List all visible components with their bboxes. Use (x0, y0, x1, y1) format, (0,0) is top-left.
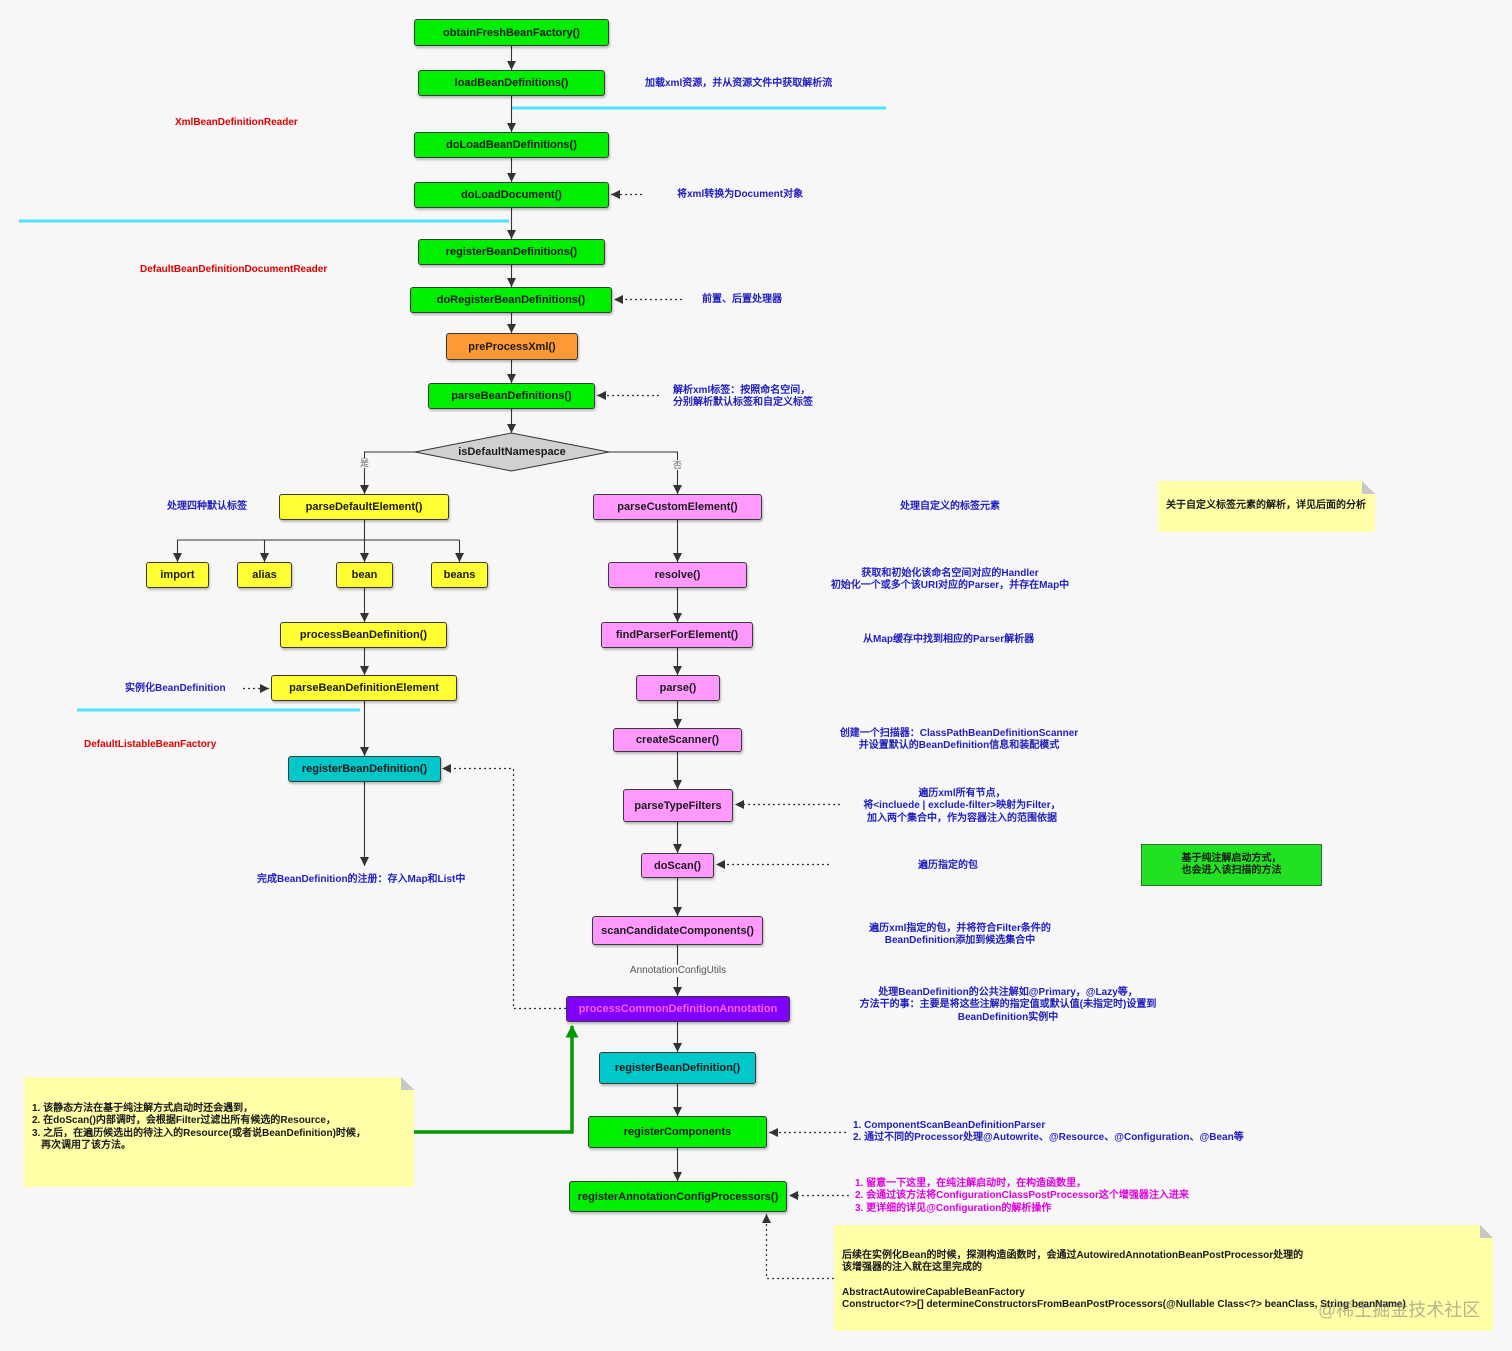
annotation-config-processors: 1. 留意一下这里，在纯注解启动时，在构造函数里， 2. 会通过该方法将Conf… (855, 1178, 1189, 1215)
annotation-line: 创建一个扫描器：ClassPathBeanDefinitionScanner (839, 728, 1079, 739)
annotation-line: 3. 更详细的详见@Configuration的解析操作 (855, 1202, 1052, 1214)
wire-yes-branch (360, 451, 415, 494)
annotation-create-scanner: 创建一个扫描器：ClassPathBeanDefinitionScanner 并… (799, 728, 1119, 753)
note-line: 该增强器的注入就在这里完成的 (842, 1262, 982, 1274)
decision-is-default-namespace: isDefaultNamespace (458, 446, 566, 458)
wire-no-branch (609, 451, 682, 494)
node-register-bean-definitions: registerBeanDefinitions() (418, 239, 605, 265)
annotation-line: 遍历xml指定的包，并将符合Filter条件的 (869, 923, 1051, 934)
class-label-xml-reader: XmlBeanDefinitionReader (175, 117, 298, 128)
dotted-common-annotation-loop (442, 764, 566, 1010)
annotation-parse-tags: 解析xml标签：按照命名空间， 分别解析默认标签和自定义标签 (673, 385, 813, 410)
node-parse-type-filters: parseTypeFilters (623, 789, 733, 822)
annotation-line: 初始化一个或多个该URI对应的Parser，并存在Map中 (830, 580, 1070, 592)
annotation-instantiate: 实例化BeanDefinition (125, 683, 226, 694)
annotation-line: 解析xml标签：按照命名空间， (673, 385, 811, 396)
note-line: 2. 在doScan()内部调时，会根据Filter过滤出所有候选的Resour… (32, 1115, 336, 1127)
node-obtain-fresh-bean-factory: obtainFreshBeanFactory() (414, 19, 609, 46)
branch-label-no: 否 (672, 460, 684, 470)
annotation-line: 加入两个集合中，作为容器注入的范围依据 (867, 812, 1057, 824)
note-line: AbstractAutowireCapableBeanFactory (842, 1286, 1025, 1298)
node-resolve: resolve() (608, 562, 747, 588)
note-text: 关于自定义标签元素的解析，详见后面的分析 (1166, 500, 1366, 512)
node-process-bean-definition: processBeanDefinition() (280, 622, 447, 648)
class-label-document-reader: DefaultBeanDefinitionDocumentReader (140, 264, 328, 275)
annotation-default-tags: 处理四种默认标签 (167, 501, 247, 512)
node-do-scan: doScan() (641, 853, 714, 878)
node-register-annotation-config-processors: registerAnnotationConfigProcessors() (569, 1181, 787, 1212)
node-do-load-document: doLoadDocument() (414, 182, 609, 208)
annotation-line: 1. ComponentScanBeanDefinitionParser (853, 1120, 1046, 1131)
watermark: @稀土掘金技术社区 (1318, 1300, 1481, 1320)
node-parse-default-element: parseDefaultElement() (279, 494, 449, 520)
node-parse-custom-element: parseCustomElement() (593, 494, 762, 520)
annotation-line: 并设置默认的BeanDefinition信息和装配模式 (858, 740, 1060, 752)
annotation-find-parser: 从Map缓存中找到相应的Parser解析器 (863, 634, 1035, 645)
annotation-line: 分别解析默认标签和自定义标签 (673, 397, 813, 409)
class-label-listable-factory: DefaultListableBeanFactory (84, 739, 217, 750)
annotation-line: 处理BeanDefinition的公共注解如@Primary，@Lazy等， (878, 987, 1138, 998)
note-custom-parsing: 关于自定义标签元素的解析，详见后面的分析 (1158, 481, 1375, 532)
node-parse-bean-definition-element: parseBeanDefinitionElement (271, 675, 457, 701)
annotation-processors: 前置、后置处理器 (702, 294, 782, 305)
node-tag-import: import (146, 562, 209, 588)
note-line: Constructor<?>[] determineConstructorsFr… (842, 1299, 1406, 1311)
annotation-line: 遍历xml所有节点， (918, 788, 1006, 799)
note-annotation-startup: 基于纯注解启动方式， 也会进入该扫描的方法 (1141, 844, 1322, 886)
node-register-bean-definition-right: registerBeanDefinition() (599, 1052, 756, 1084)
note-line: 后续在实例化Bean的时候，探测构造函数时，会通过AutowiredAnnota… (842, 1250, 1304, 1261)
annotation-scan-packages: 遍历指定的包 (918, 860, 978, 871)
node-process-common-definition-annotation: processCommonDefinitionAnnotation (566, 996, 790, 1022)
note-line: 再次调用了该方法。 (41, 1139, 131, 1151)
note-autowired: 后续在实例化Bean的时候，探测构造函数时，会通过AutowiredAnnota… (834, 1225, 1493, 1331)
edge-label-annotation-config-utils: AnnotationConfigUtils (618, 965, 738, 977)
branch-label-yes: 是 (359, 458, 371, 468)
annotation-to-document: 将xml转换为Document对象 (677, 189, 804, 200)
annotation-load-xml: 加载xml资源，并从资源文件中获取解析流 (645, 78, 833, 89)
node-find-parser-for-element: findParserForElement() (601, 622, 753, 648)
annotation-register-components: 1. ComponentScanBeanDefinitionParser 2. … (853, 1120, 1244, 1145)
node-scan-candidate-components: scanCandidateComponents() (592, 916, 763, 945)
node-tag-alias: alias (237, 562, 292, 588)
annotation-line: 2. 会通过该方法将ConfigurationClassPostProcesso… (855, 1190, 1189, 1202)
node-register-components: registerComponents (588, 1116, 767, 1148)
annotation-line: 1. 留意一下这里，在纯注解启动时，在构造函数里， (855, 1178, 1087, 1189)
node-parse: parse() (636, 675, 720, 701)
node-pre-process-xml: preProcessXml() (446, 333, 578, 360)
node-parse-bean-definitions: parseBeanDefinitions() (428, 383, 595, 409)
dotted-autowired-note-pointer (762, 1214, 834, 1280)
node-register-bean-definition-left: registerBeanDefinition() (288, 756, 441, 782)
node-do-load-bean-definitions: doLoadBeanDefinitions() (414, 132, 609, 158)
note-line: 基于纯注解启动方式， (1181, 853, 1282, 864)
annotation-scan-candidates: 遍历xml指定的包，并将符合Filter条件的 BeanDefinition添加… (800, 923, 1120, 948)
node-load-bean-definitions: loadBeanDefinitions() (418, 70, 605, 96)
note-line: 3. 之后，在遍历候选出的待注入的Resource(或者说BeanDefinit… (32, 1127, 366, 1139)
annotation-type-filters: 遍历xml所有节点， 将<incluede | exclude-filter>映… (802, 788, 1122, 825)
node-tag-bean: bean (336, 562, 393, 588)
annotation-line: 获取和初始化该命名空间对应的Handler (861, 568, 1039, 579)
note-line: 也会进入该扫描的方法 (1181, 865, 1282, 876)
node-tag-beans: beans (431, 562, 488, 588)
note-line: 1. 该静态方法在基于纯注解方式启动时还会遇到， (32, 1103, 254, 1114)
node-do-register-bean-definitions: doRegisterBeanDefinitions() (410, 287, 612, 313)
node-create-scanner: createScanner() (613, 728, 742, 752)
annotation-custom-tags: 处理自定义的标签元素 (900, 501, 1000, 512)
annotation-line: 方法干的事：主要是将这些注解的指定值或默认值(未指定时)设置到 (859, 999, 1157, 1011)
note-spacer (842, 1275, 1493, 1287)
annotation-line: BeanDefinition实例中 (957, 1011, 1059, 1023)
annotation-line: BeanDefinition添加到候选集合中 (884, 935, 1036, 947)
annotation-line: 将<incluede | exclude-filter>映射为Filter， (863, 800, 1061, 812)
reference-arrow-static-method (414, 1024, 579, 1134)
annotation-line: 2. 通过不同的Processor处理@Autowrite、@Resource、… (853, 1132, 1244, 1144)
annotation-common-annotations: 处理BeanDefinition的公共注解如@Primary，@Lazy等， 方… (808, 987, 1208, 1024)
annotation-register-complete: 完成BeanDefinition的注册：存入Map和List中 (257, 874, 466, 885)
note-static-method: 1. 该静态方法在基于纯注解方式启动时还会遇到， 2. 在doScan()内部调… (24, 1077, 414, 1187)
annotation-namespace-handler: 获取和初始化该命名空间对应的Handler 初始化一个或多个该URI对应的Par… (790, 568, 1110, 593)
